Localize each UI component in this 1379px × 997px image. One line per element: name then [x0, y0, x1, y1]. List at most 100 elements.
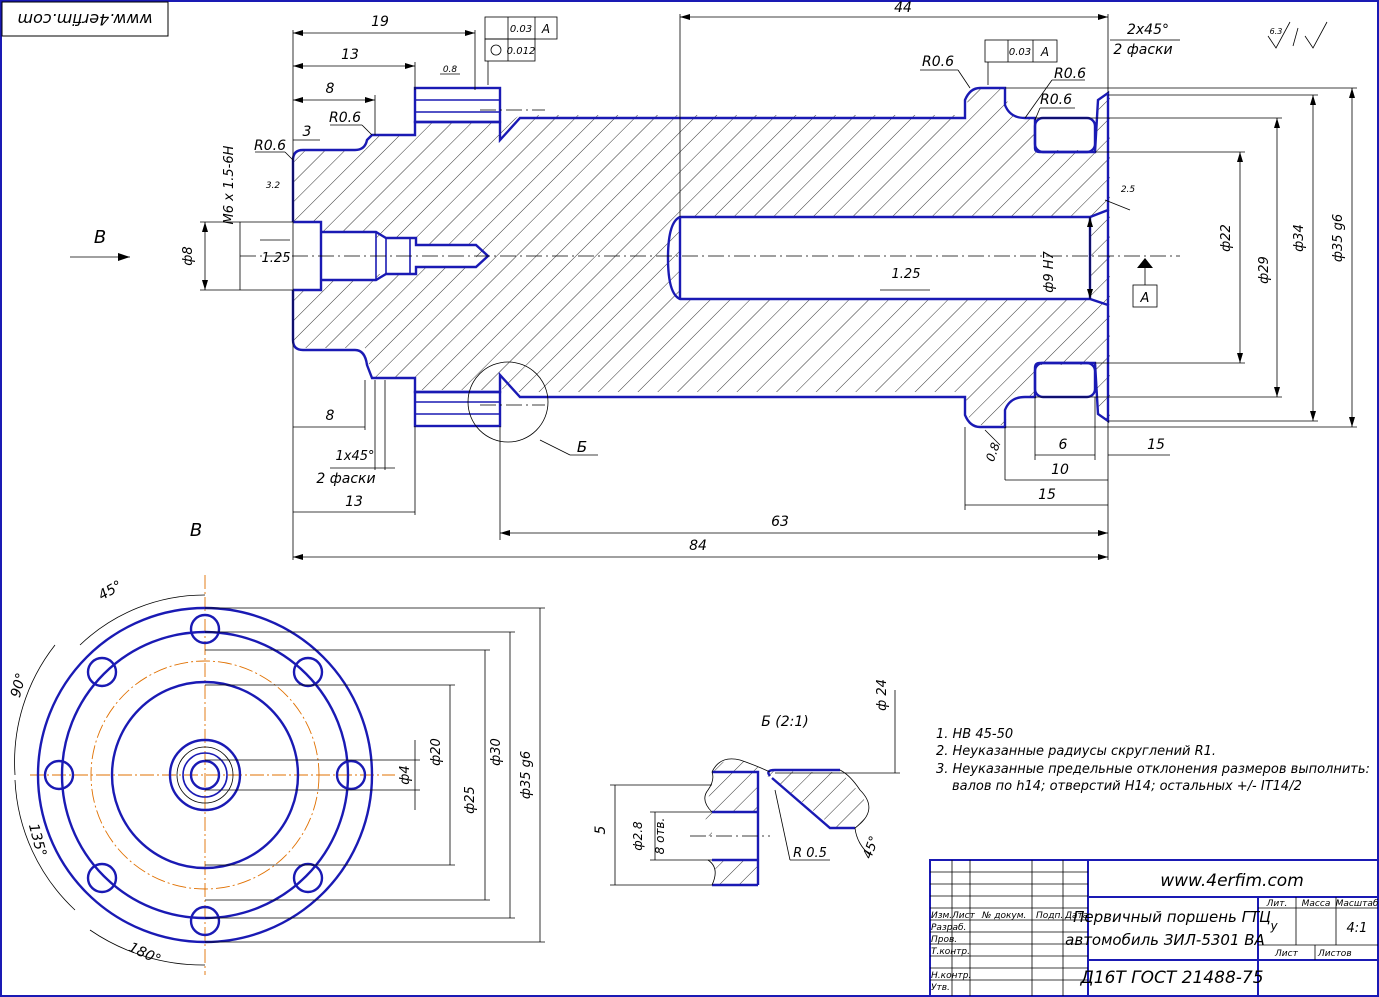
note-2: 2. Неуказанные радиусы скруглений R1. — [936, 744, 1216, 759]
tb-row-nkontr: Н.контр. — [931, 971, 971, 981]
note-3-cont: валов по h14; отверстий H14; остальных +… — [952, 779, 1302, 794]
detail-holes: 8 отв. — [653, 818, 667, 855]
svg-text:A: A — [541, 22, 550, 36]
dim-phi4: ф4 — [398, 765, 413, 784]
dimension-lines — [70, 14, 1357, 560]
part-outline-upper — [291, 86, 1110, 259]
dim-19: 19 — [371, 14, 389, 30]
roughness-25: 2.5 — [1121, 185, 1136, 195]
dim-8-bottom: 8 — [326, 408, 335, 424]
detail-r05: R 0.5 — [793, 846, 827, 861]
tb-lit-value: у — [1269, 919, 1278, 933]
angle-45: 45° — [96, 578, 126, 604]
tb-lit: Лит. — [1266, 899, 1288, 909]
dim-8-top: 8 — [326, 81, 335, 97]
dim-13-bottom: 13 — [345, 494, 363, 510]
tb-row-tkontr: Т.контр. — [931, 947, 970, 957]
tb-material: Д16Т ГОСТ 21488-75 — [1079, 968, 1263, 988]
title-block: Изм. Лист № докум. Подп. Дата Разраб. Пр… — [929, 859, 1379, 997]
dim-phi35g6-view: ф35 g6 — [519, 751, 534, 799]
dim-phi35g6: ф35 g6 — [1331, 214, 1346, 262]
radius-r06-c: R0.6 — [922, 54, 954, 70]
tolerance-frame-1: 0.03 A 0.012 — [484, 16, 558, 85]
radius-r06-d: R0.6 — [1054, 66, 1086, 82]
end-view-b: В — [8, 520, 545, 975]
dim-phi20: ф20 — [429, 738, 444, 766]
watermark-text: www.4erfim.com — [17, 10, 152, 29]
dim-15: 15 — [1038, 487, 1056, 503]
tolerance-frame-2: 0.03 A — [984, 39, 1058, 85]
dim-phi9h7: ф9 H7 — [1042, 250, 1057, 292]
svg-text:0.03: 0.03 — [1009, 47, 1031, 58]
dim-63: 63 — [771, 514, 789, 530]
svg-text:6.3: 6.3 — [1270, 27, 1283, 36]
roughness-general-sign: 6.3 — [1267, 21, 1328, 49]
detail-angle45: 45° — [861, 834, 883, 861]
tb-title-1: Первичный поршень ГТЦ — [1073, 908, 1271, 926]
thread-label: M6 x 1.5-6H — [222, 145, 237, 224]
detail-phi28: ф2.8 — [631, 821, 645, 851]
tb-col-izm: Изм. — [931, 911, 952, 921]
tb-list: Лист — [1274, 949, 1299, 959]
tb-listov: Листов — [1317, 949, 1352, 959]
tb-row-prov: Пров. — [931, 935, 957, 945]
dim-phi22: ф22 — [1219, 224, 1234, 252]
dim-3: 3 — [303, 124, 312, 140]
tb-col-ndoc: № докум. — [981, 911, 1026, 921]
detail-phi24: ф 24 — [875, 679, 890, 711]
arrowheads — [118, 14, 1355, 560]
chamfer-top-note: 2 фаски — [1113, 42, 1172, 58]
roughness-08-bottom: 0.8 — [983, 440, 1003, 463]
dim-15-right: 15 — [1147, 437, 1165, 453]
dim-phi8: ф8 — [181, 246, 196, 265]
view-arrow-label: В — [94, 227, 106, 248]
main-section-view: A 0.03 A 0.012 0.03 A — [70, 0, 1357, 560]
dim-44: 44 — [894, 0, 912, 16]
roughness-08-top: 0.8 — [443, 65, 458, 75]
dim-10: 10 — [1051, 462, 1069, 478]
roughness-32: 3.2 — [266, 181, 281, 191]
watermark-box: www.4erfim.com — [1, 1, 169, 37]
svg-text:A: A — [1040, 45, 1049, 59]
dim-84: 84 — [689, 538, 707, 554]
note-3: 3. Неуказанные предельные отклонения раз… — [936, 762, 1370, 777]
tb-row-razrab: Разраб. — [931, 923, 966, 933]
tb-massa: Масса — [1302, 899, 1331, 909]
note-1: 1. НВ 45-50 — [936, 727, 1013, 742]
datum-a: A — [1140, 291, 1150, 306]
svg-text:0.012: 0.012 — [507, 46, 536, 57]
tb-col-list: Лист — [951, 911, 976, 921]
roughness-125-a: 1.25 — [262, 251, 291, 266]
tb-col-podp: Подп. — [1036, 911, 1063, 921]
tb-row-utv: Утв. — [931, 983, 950, 993]
tb-scale: 4:1 — [1347, 921, 1368, 936]
bolt-holes — [43, 613, 367, 937]
dim-6: 6 — [1059, 437, 1068, 453]
tb-col-data: Дата — [1064, 911, 1088, 921]
detail-view: Б (2:1) ф 24 5 ф2.8 8 отв. R 0.5 45° — [593, 679, 900, 887]
tb-masshtab: Масштаб — [1336, 899, 1379, 909]
roughness-125-b: 1.25 — [892, 267, 921, 282]
dim-phi30: ф30 — [489, 738, 504, 766]
chamfer-bottom: 1x45° — [335, 449, 374, 464]
dim-phi34: ф34 — [1292, 224, 1307, 252]
svg-text:0.03: 0.03 — [510, 24, 532, 35]
detail-title: Б (2:1) — [761, 714, 809, 730]
tb-title-2: автомобиль ЗИЛ-5301 ВА — [1065, 931, 1265, 949]
angle-180: 180° — [126, 940, 163, 969]
chamfer-top: 2x45° — [1127, 22, 1169, 38]
radius-r06-a: R0.6 — [329, 110, 361, 126]
dim-phi29: ф29 — [1257, 256, 1272, 284]
angle-90: 90° — [8, 671, 30, 699]
detail-dim-5: 5 — [593, 825, 609, 834]
dim-phi25: ф25 — [463, 786, 478, 814]
radius-r06-e: R0.6 — [1040, 92, 1072, 108]
tb-site: www.4erfim.com — [1160, 871, 1304, 891]
dim-13-top: 13 — [341, 47, 359, 63]
technical-notes: 1. НВ 45-50 2. Неуказанные радиусы скруг… — [936, 727, 1370, 794]
view-b-label: В — [190, 520, 202, 541]
detail-marker-b: Б — [577, 438, 587, 456]
part-outline-lower — [291, 257, 1110, 429]
